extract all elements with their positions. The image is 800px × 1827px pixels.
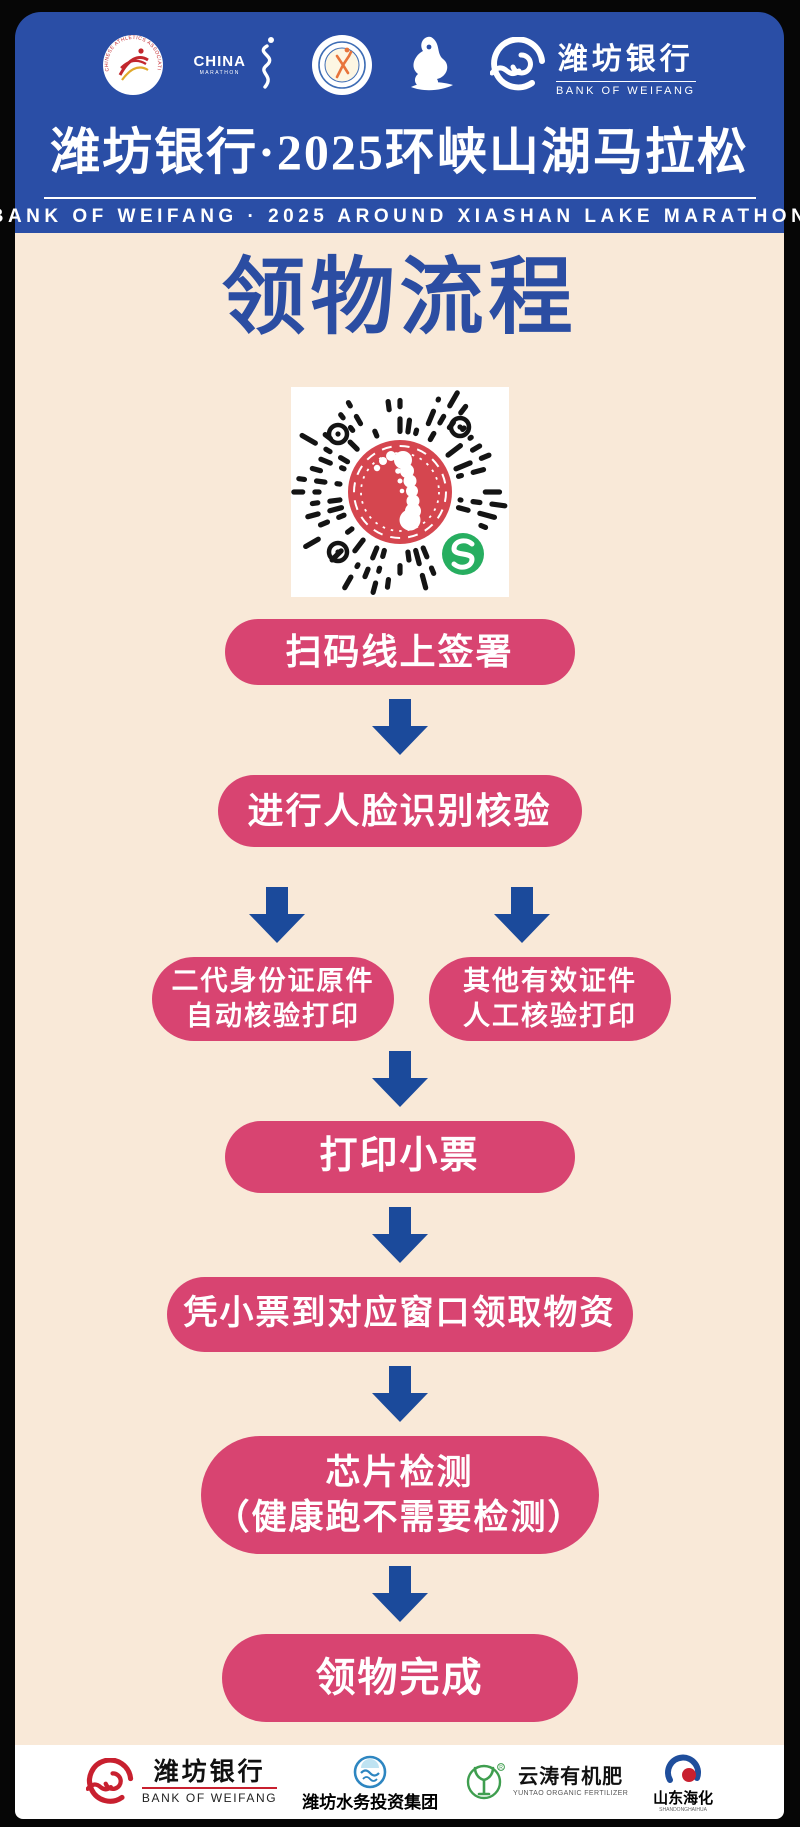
partner-logos-row: CHINESE ATHLETICS ASSOCIATION CHINA MARA… [103, 32, 696, 98]
branch-pills: 二代身份证原件 自动核验打印 其他有效证件 人工核验打印 [152, 957, 671, 1041]
kite-mascot-icon [410, 36, 453, 91]
poster: CHINESE ATHLETICS ASSOCIATION CHINA MARA… [0, 12, 800, 1819]
mascot-logo [402, 33, 460, 97]
sponsor-haihua-en: SHANDONGHAIHUA [659, 1806, 707, 1813]
caa-arc-text: CHINESE ATHLETICS ASSOCIATION [104, 35, 162, 72]
down-arrow [371, 699, 428, 755]
sponsor-yuntao-en: YUNTAO ORGANIC FERTILIZER [513, 1790, 629, 1797]
bank-wave-icon-red [85, 1758, 134, 1804]
step-scan-sign: 扫码线上签署 [224, 619, 575, 685]
bank-wave-icon [489, 37, 545, 91]
sponsor-shandong-haihua: 山东海化 SHANDONGHAIHUA [653, 1752, 713, 1813]
branch-arrows [249, 887, 550, 943]
step-id-card-auto: 二代身份证原件 自动核验打印 [152, 957, 394, 1041]
sponsor-bank-zh: 潍坊银行 [153, 1759, 266, 1786]
header-banner: CHINESE ATHLETICS ASSOCIATION CHINA MARA… [0, 12, 800, 233]
down-arrow-right [494, 887, 550, 943]
runner-swoosh-icon [261, 37, 274, 89]
sponsor-footer: 潍坊银行 BANK OF WEIFANG 潍坊水务投资集团 R 云涛 [15, 1745, 784, 1819]
sponsor-weifang-water: 潍坊水务投资集团 [302, 1754, 438, 1811]
event-title: 潍坊银行·2025环峡山湖马拉松 [50, 124, 749, 180]
down-arrow [371, 1366, 428, 1422]
sponsor-haihua-zh: 山东海化 [653, 1789, 714, 1807]
china-marathon-logo: CHINA MARATHON [193, 34, 282, 96]
yuntao-sprout-icon: R [466, 1763, 505, 1800]
bank-name-zh: 潍坊银行 [557, 42, 694, 76]
sponsor-yuntao: R 云涛有机肥 YUNTAO ORGANIC FERTILIZER [463, 1761, 628, 1803]
shandong-athletics-badge-icon [311, 35, 372, 95]
china-marathon-text: CHINA [193, 53, 246, 70]
sponsor-bank-of-weifang: 潍坊银行 BANK OF WEIFANG [85, 1758, 278, 1806]
event-subtitle: BANK OF WEIFANG · 2025 AROUND XIASHAN LA… [0, 206, 800, 227]
step-other-id-manual: 其他有效证件 人工核验打印 [429, 957, 671, 1041]
shandong-athletics-logo [311, 35, 372, 95]
bank-name-en: BANK OF WEIFANG [555, 84, 696, 97]
china-marathon-subtext: MARATHON [199, 70, 240, 76]
step-print-ticket: 打印小票 [224, 1121, 575, 1193]
sponsor-yuntao-zh: 云涛有机肥 [518, 1766, 624, 1788]
haihua-arc-icon [665, 1754, 702, 1783]
branch-right-line2: 人工核验打印 [463, 1001, 637, 1031]
step-collect-supplies: 凭小票到对应窗口领取物资 [166, 1277, 633, 1352]
branch-right-line1: 其他有效证件 [463, 965, 637, 996]
svg-text:R: R [499, 1765, 503, 1771]
sponsor-bank-divider [141, 1787, 278, 1789]
caa-emblem-icon: CHINESE ATHLETICS ASSOCIATION [103, 35, 164, 95]
sponsor-bank-en: BANK OF WEIFANG [141, 1791, 278, 1805]
down-arrow [371, 1051, 428, 1107]
down-arrow-left [249, 887, 305, 943]
bank-of-weifang-header-logo: 潍坊银行 BANK OF WEIFANG [489, 34, 696, 97]
title-divider [43, 197, 756, 199]
step-done: 领物完成 [221, 1634, 578, 1722]
bank-logo-divider [555, 80, 696, 82]
chip-check-line2: （健康跑不需要检测） [214, 1498, 585, 1537]
step-chip-check: 芯片检测 （健康跑不需要检测） [200, 1436, 599, 1554]
signup-qr-code [290, 387, 509, 597]
chinese-athletics-association-logo: CHINESE ATHLETICS ASSOCIATION [103, 35, 164, 95]
water-group-badge-icon [353, 1755, 387, 1788]
chip-check-line1: 芯片检测 [325, 1452, 474, 1492]
svg-text:CHINESE ATHLETICS ASSOCIATION: CHINESE ATHLETICS ASSOCIATION [104, 35, 162, 72]
step-face-verify: 进行人脸识别核验 [217, 775, 582, 847]
down-arrow [371, 1207, 428, 1263]
down-arrow [371, 1566, 428, 1622]
flow-body: 领物流程 扫码线上签署 进行人脸识别核验 二代身份证原件 自动核验打印 其他有效… [15, 233, 784, 1745]
sponsor-water-zh: 潍坊水务投资集团 [302, 1792, 439, 1812]
branch-left-line1: 二代身份证原件 [171, 965, 375, 996]
flow-title: 领物流程 [221, 252, 578, 345]
branch-left-line2: 自动核验打印 [186, 1001, 360, 1031]
